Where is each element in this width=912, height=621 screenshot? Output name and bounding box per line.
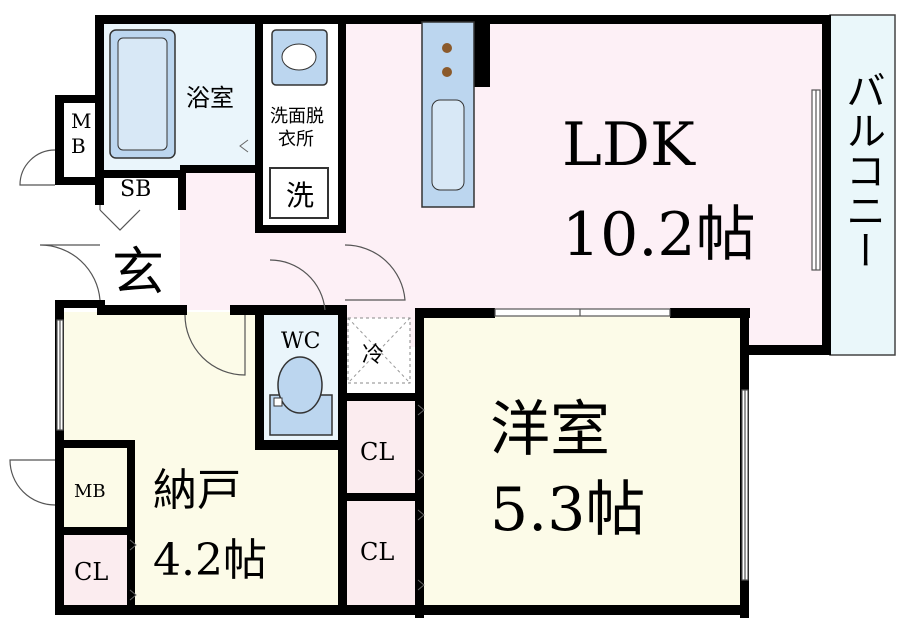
mb-top-label-1: M: [71, 109, 91, 133]
washroom-label-1: 洗面脱: [270, 106, 324, 127]
sb-label: SB: [120, 177, 151, 202]
toilet-bowl: [277, 356, 323, 414]
stove-burner-icon: [442, 67, 452, 77]
closet-lower: [345, 498, 415, 608]
western-room-size: 5.3帖: [490, 475, 645, 545]
door-swings: [9, 149, 406, 506]
closet-left: [62, 532, 128, 610]
ldk-label: LDK: [562, 110, 696, 180]
cl-upper-label: CL: [360, 438, 394, 466]
mb-left-label: MB: [74, 481, 106, 502]
stove-burner-icon: [442, 43, 452, 53]
cl-lower-label: CL: [360, 538, 394, 566]
washer-space: [269, 167, 329, 219]
fridge-label: 冷: [362, 343, 384, 368]
washer-label: 洗: [286, 179, 314, 212]
western-room-label: 洋室: [490, 395, 610, 465]
ldk-size: 10.2帖: [562, 200, 756, 270]
bath-label: 浴室: [186, 84, 234, 112]
toilet-label: WC: [281, 329, 320, 354]
windows: [56, 89, 821, 581]
ldk-area: [345, 22, 825, 347]
balcony-label: バルコニー: [839, 70, 885, 270]
closet-door-marks: [129, 139, 425, 601]
storage-room-size: 4.2帖: [153, 535, 267, 586]
fixtures: [109, 21, 475, 436]
washroom-label-2: 衣所: [278, 129, 314, 150]
balcony-area: [829, 14, 896, 356]
western-room-area: [420, 312, 740, 612]
entrance-label: 玄: [112, 243, 164, 303]
mb-top-label-2: B: [71, 134, 86, 158]
closet-upper: [345, 398, 415, 493]
cl-left-label: CL: [74, 558, 108, 586]
storage-room-label: 納戸: [153, 465, 241, 516]
walls: [55, 15, 831, 618]
